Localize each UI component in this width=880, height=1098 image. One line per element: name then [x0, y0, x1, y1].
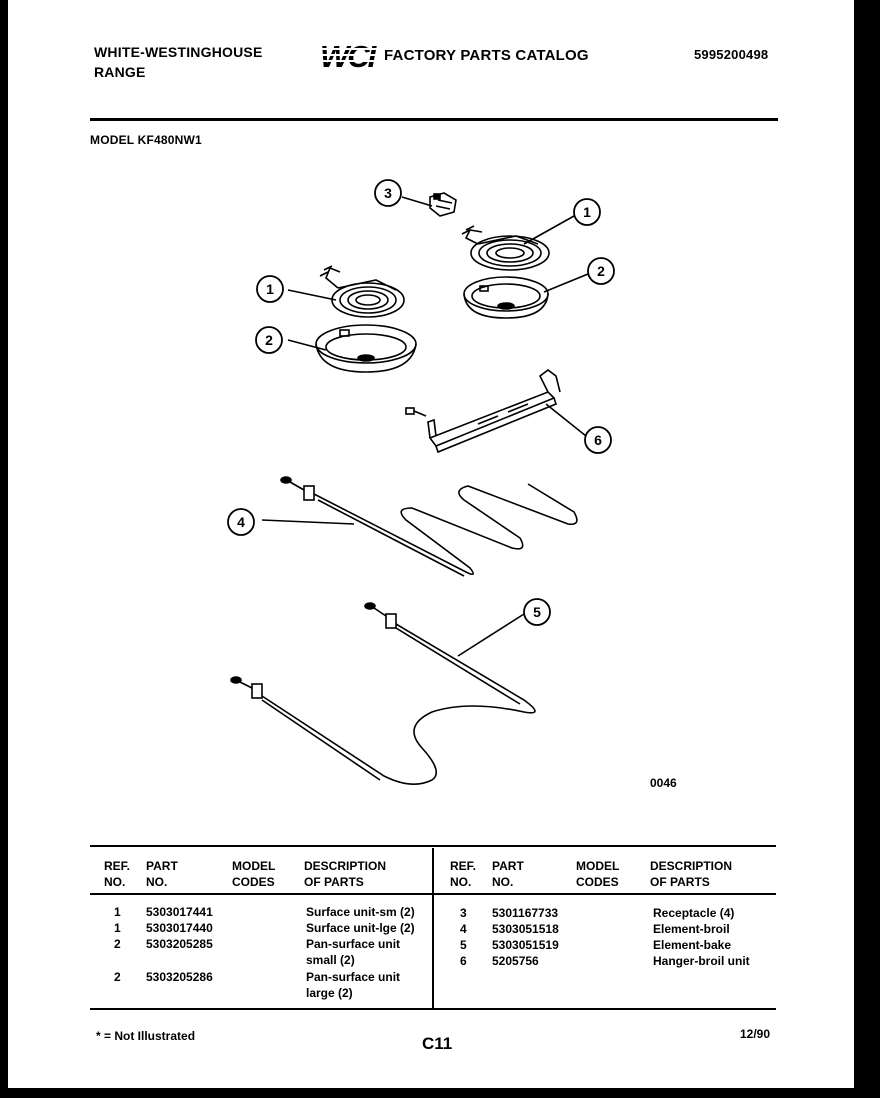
footer-date: 12/90 — [740, 1027, 771, 1041]
pan-left — [315, 324, 417, 373]
surface-unit-right — [461, 225, 550, 271]
header-rule — [90, 118, 778, 121]
header-ref-no-left: REF.NO. — [104, 859, 131, 889]
table-bottom-rule — [90, 1008, 776, 1010]
receptacle-part — [429, 192, 457, 217]
brand-line-2: RANGE — [94, 64, 146, 80]
brand-line-1: WHITE-WESTINGHOUSE — [94, 44, 263, 60]
callout-1-left: 1 — [266, 281, 274, 297]
header-ref-no-right: REF.NO. — [450, 859, 477, 889]
catalog-number: 5995200498 — [694, 47, 769, 62]
footnote: * = Not Illustrated — [96, 1029, 196, 1043]
callout-2-left: 2 — [265, 332, 273, 348]
pan-right — [463, 276, 549, 319]
callout-3: 3 — [384, 185, 392, 201]
callout-1-right: 1 — [583, 204, 591, 220]
table-divider — [432, 848, 434, 1008]
callout-6: 6 — [594, 432, 602, 448]
page-code: C11 — [422, 1034, 453, 1053]
logo-text: WCI — [320, 39, 378, 72]
model-label: MODEL KF480NW1 — [90, 133, 202, 147]
callout-2-right: 2 — [597, 263, 605, 279]
wci-logo: WCI — [318, 38, 382, 74]
table-top-rule — [90, 845, 776, 847]
hanger-broil-unit — [405, 369, 561, 454]
catalog-page: WHITE-WESTINGHOUSE RANGE WCI FACTORY PAR… — [8, 0, 854, 1088]
callout-4: 4 — [237, 514, 245, 530]
bake-element — [230, 602, 536, 785]
surface-unit-left — [319, 265, 405, 318]
callout-5: 5 — [533, 604, 541, 620]
broil-element — [280, 476, 578, 577]
figure-code: 0046 — [650, 776, 677, 790]
parts-diagram: 3 1 2 1 2 4 5 6 0046 — [227, 179, 677, 790]
catalog-title: FACTORY PARTS CATALOG — [384, 47, 589, 64]
